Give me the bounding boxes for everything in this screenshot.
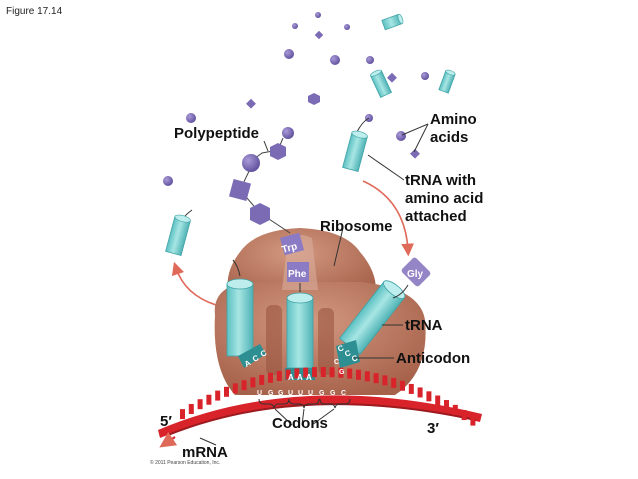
five-prime-label: 5′ [160,413,172,430]
mrna-tooth [232,383,238,394]
mrna-tooth [444,400,449,411]
amino-acid-diamond [246,98,256,109]
mrna-tooth [400,380,405,391]
mrna-base: U [308,390,314,397]
three-prime-label: 3′ [427,420,439,437]
trna-with-aa-label-line2: amino acid [405,190,484,207]
anticodon-label: Anticodon [396,350,471,367]
mrna-base: G [330,390,336,397]
mrna-tooth [470,415,476,426]
amino-acid-ball [284,49,294,59]
mrna-tooth [364,371,370,382]
trna-p-site [285,283,315,380]
mrna-tooth [382,375,388,386]
amino-acid-ball [344,24,350,30]
mrna-tooth [285,369,291,380]
amino-acid-ball [186,113,196,123]
mrna-tooth [417,387,423,398]
amino-acids-label-line2: acids [430,129,469,146]
amino-acid-ball [163,176,173,186]
mrna-base: G [268,390,274,397]
mrna-tooth [294,368,300,379]
trna-with-aa-label-line3: attached [405,208,467,225]
amino-acids-label-line1: Amino [430,111,477,128]
amino-acid-diamond [314,30,324,40]
mrna-tooth [180,409,185,420]
amino-acid-diamond [410,148,420,159]
mrna-tooth [347,368,353,379]
departing-trna [165,209,193,256]
mrna-tooth [320,367,326,378]
mrna-tooth [197,399,203,410]
mrna-tooth [241,380,247,391]
phe-tag: Phe [288,269,307,280]
mrna-tooth [303,367,309,378]
amino-acid-ball [282,127,294,139]
incoming-trna [342,117,370,172]
amino-acid-ball [421,72,429,80]
mrna-tooth [338,367,344,378]
mrna-base: U [288,390,294,397]
mrna-tooth [329,367,335,378]
gly-tag: Gly [407,269,424,280]
pairing-base-c: C [334,359,340,366]
mrna-bases-teeth [180,367,476,426]
amino-acid-ball [330,55,340,65]
anticodon-middle-3: A [306,373,312,382]
mrna-base: U [298,390,304,397]
copyright-note: © 2011 Pearson Education, Inc. [150,460,221,466]
mrna-tooth [188,403,194,414]
mrna-base: C [341,390,347,397]
trna-exit-site [226,259,266,368]
figure-label: Figure 17.14 [6,6,63,17]
mrna-tooth [259,374,265,385]
codon-braces [258,398,351,426]
polypeptide-label: Polypeptide [174,125,260,142]
amino-acid-ball [396,131,406,141]
trna-with-aa-label-line1: tRNA with [405,172,477,189]
amino-acid-diamond [387,72,397,83]
mrna-tooth [356,369,361,380]
mrna-tooth [461,410,467,421]
mrna-tooth [268,372,273,383]
anticodon-middle-2: A [297,373,303,382]
mrna-tooth [408,383,414,394]
amino-acid-ball [315,12,321,18]
amino-acid-ball [292,23,298,29]
mrna-base: G [319,390,325,397]
mrna-label: mRNA [182,444,228,461]
exit-arrow [171,261,217,306]
mrna-tooth [206,394,212,405]
amino-acid-ball [366,56,374,64]
floating-trnas [369,13,456,98]
polypeptide-chain [228,137,309,282]
trna-label: tRNA [405,317,443,334]
mrna-tooth [276,371,282,382]
mrna-tooth [452,404,458,415]
mrna-base: U [257,390,263,397]
anticodon-middle-1: A [288,373,294,382]
mrna-strand [158,367,482,448]
ribosome-label: Ribosome [320,218,393,235]
mrna-tooth [312,367,317,378]
mrna-tooth [224,386,229,397]
mrna-tooth [435,395,441,406]
codons-label: Codons [272,415,328,432]
amino-acid-hexagon [308,93,320,105]
trna-a-site [336,280,409,368]
mrna-tooth [250,377,256,388]
pairing-base-g: G [339,369,345,376]
mrna-tooth [426,391,432,402]
mrna-tooth [373,373,379,384]
mrna-tooth [391,377,397,388]
incoming-arrow [362,180,415,257]
gly-amino-acid [401,257,431,287]
leader-lines [199,123,429,446]
free-amino-acids [163,12,429,186]
mrna-tooth [215,390,221,401]
mrna-base: G [278,390,284,397]
